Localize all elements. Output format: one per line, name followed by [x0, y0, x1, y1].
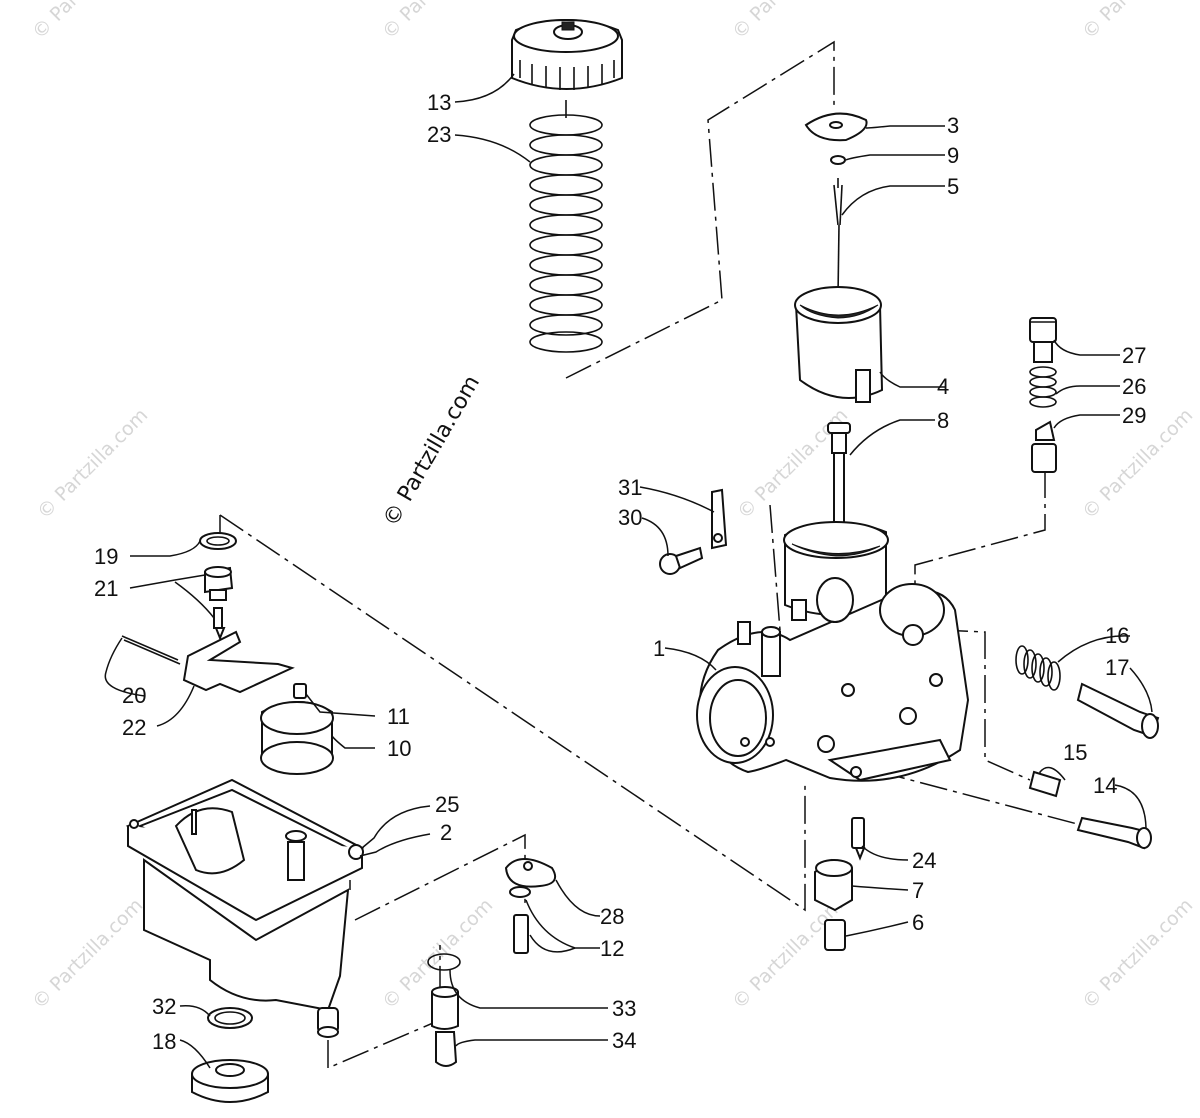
callout-18: 18: [152, 1029, 176, 1054]
callout-23: 23: [427, 122, 451, 147]
callout-27: 27: [1122, 343, 1146, 368]
callout-12: 12: [600, 936, 624, 961]
callout-3: 3: [947, 113, 959, 138]
callout-13: 13: [427, 90, 451, 115]
callout-19: 19: [94, 544, 118, 569]
watermark: © Partzilla.com: [378, 0, 497, 44]
callout-10: 10: [387, 736, 411, 761]
pilot-screw-assembly: [1029, 317, 1057, 473]
watermark: © Partzilla.com: [728, 894, 847, 1013]
assembly-lines: [219, 40, 1101, 1070]
air-screw-assembly: [1028, 770, 1152, 850]
watermark: © Partzilla.com: [728, 0, 847, 44]
float-valve-assembly: [121, 532, 295, 694]
callout-32: 32: [152, 994, 176, 1019]
callout-labels: 1 2 3 4 5 6 7 8 9 10 11 12 13 14 15 16 1…: [94, 90, 1146, 1054]
callout-33: 33: [612, 996, 636, 1021]
idle-screw-assembly: [1015, 645, 1160, 739]
float-bowl: [125, 778, 365, 1038]
bracket-assembly: [659, 488, 728, 575]
callout-5: 5: [947, 174, 959, 199]
callout-17: 17: [1105, 655, 1129, 680]
callout-9: 9: [947, 143, 959, 168]
watermark-main: © Partzilla.com: [379, 371, 486, 531]
clamp-hose-assembly: [427, 953, 461, 1067]
needle-assembly: [804, 112, 868, 297]
callout-14: 14: [1093, 773, 1117, 798]
callout-11: 11: [387, 704, 410, 729]
callout-21: 21: [94, 576, 118, 601]
callout-2: 2: [440, 820, 452, 845]
needle-jet: [827, 422, 851, 530]
carburetor-body: [696, 521, 970, 782]
callout-26: 26: [1122, 374, 1146, 399]
bracket-bolt-assembly: [504, 858, 556, 954]
callout-1: 1: [653, 636, 665, 661]
watermark: © Partzilla.com: [28, 894, 147, 1013]
callout-29: 29: [1122, 403, 1146, 428]
callout-30: 30: [618, 505, 642, 530]
drain-plug-assembly: [191, 1007, 269, 1103]
main-jet-assembly: [814, 817, 866, 951]
leader-lines: [104, 73, 1153, 1069]
callout-8: 8: [937, 408, 949, 433]
float-part: [260, 683, 334, 775]
spring-part: [529, 100, 603, 353]
watermark: © Partzilla.com: [1078, 0, 1197, 44]
callout-31: 31: [618, 475, 642, 500]
watermark: © Partzilla.com: [33, 404, 152, 523]
callout-20: 20: [122, 683, 146, 708]
callout-22: 22: [122, 715, 146, 740]
callout-4: 4: [937, 374, 949, 399]
callout-16: 16: [1105, 623, 1129, 648]
callout-28: 28: [600, 904, 624, 929]
callout-34: 34: [612, 1028, 636, 1053]
callout-6: 6: [912, 910, 924, 935]
callout-7: 7: [912, 878, 924, 903]
callout-24: 24: [912, 848, 936, 873]
watermark: © Partzilla.com: [1078, 894, 1197, 1013]
callout-15: 15: [1063, 740, 1087, 765]
watermark: © Partzilla.com: [28, 0, 147, 44]
cap-part: [511, 19, 623, 90]
throttle-slide: [794, 286, 884, 403]
callout-25: 25: [435, 792, 459, 817]
